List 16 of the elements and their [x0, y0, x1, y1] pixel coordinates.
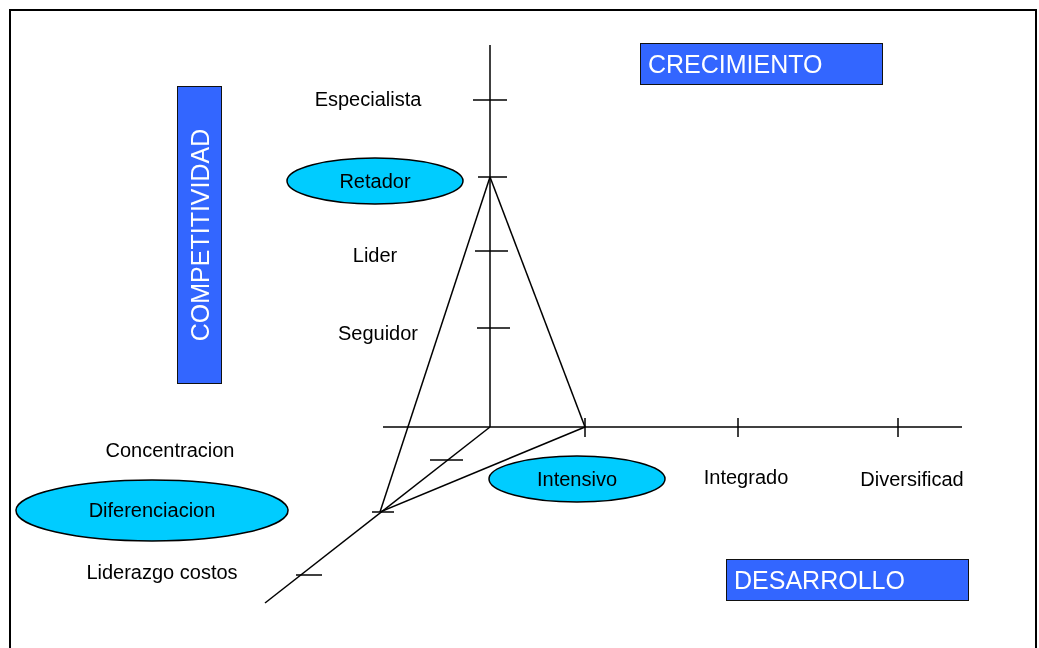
axis-label: Diversificad	[860, 467, 964, 491]
category-box	[177, 86, 222, 384]
axis-label: Integrado	[703, 465, 789, 489]
strategy-text: Retador	[339, 169, 411, 193]
category-box	[726, 559, 969, 601]
axis-label: Concentracion	[105, 438, 235, 462]
category-text: CRECIMIENTO	[648, 49, 823, 79]
category-text: DESARROLLO	[734, 565, 905, 595]
axis-label: Seguidor	[337, 321, 419, 345]
category-box	[640, 43, 883, 85]
axis-label: Liderazgo costos	[86, 560, 238, 584]
axis-label: Lider	[352, 243, 398, 267]
strategy-text: Intensivo	[536, 467, 618, 491]
strategy-text: Diferenciacion	[88, 499, 216, 522]
category-text: COMPETITIVIDAD	[185, 128, 214, 342]
axis-label: Especialista	[314, 87, 422, 111]
